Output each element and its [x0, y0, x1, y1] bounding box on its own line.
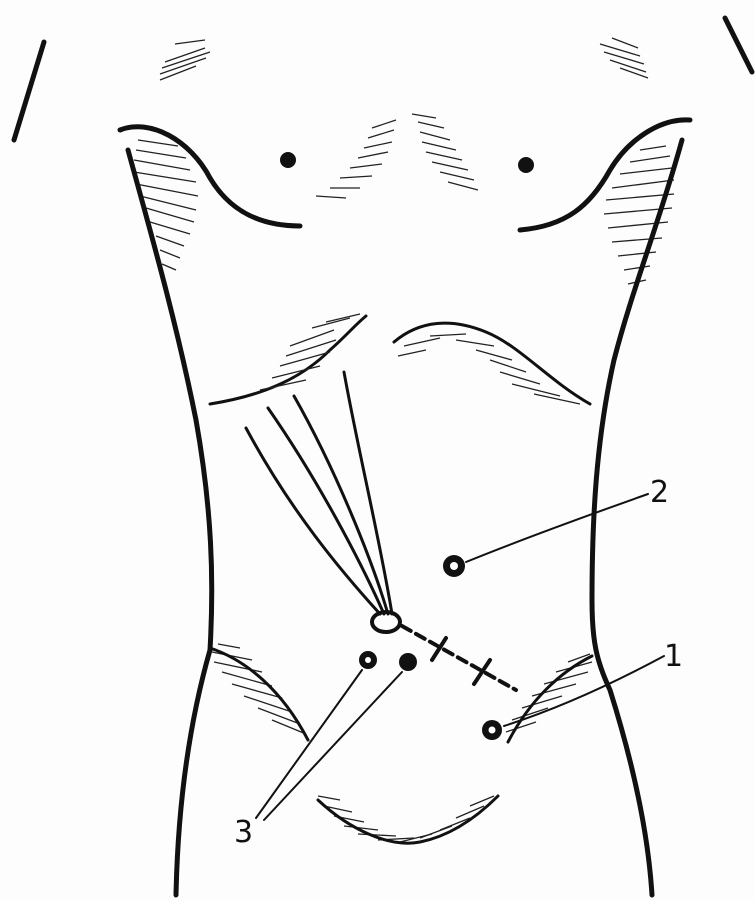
port-1-center	[489, 727, 496, 734]
port-3b-marker	[399, 653, 417, 671]
label-3: 3	[234, 815, 253, 850]
label-2: 2	[650, 475, 669, 510]
left-nipple	[280, 152, 296, 168]
label-1: 1	[664, 639, 683, 674]
port-3a-center	[365, 657, 371, 663]
port-2-center	[450, 562, 458, 570]
right-nipple	[518, 157, 534, 173]
